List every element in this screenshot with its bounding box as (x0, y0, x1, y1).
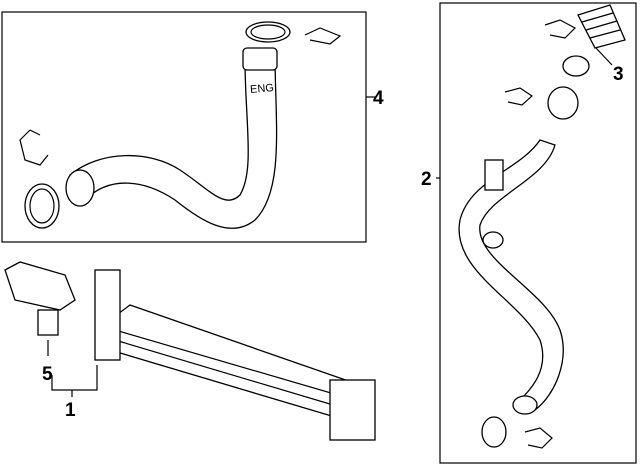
pipe-clip-upper (544, 19, 576, 39)
outlet-pipe-part (458, 139, 564, 415)
upper-hose-part: ENG (65, 47, 278, 229)
callout-4: 4 (373, 88, 384, 109)
callout-5: 5 (42, 364, 53, 385)
pipe-bottom-oring (481, 416, 507, 448)
group-box-outlet-pipe (439, 2, 637, 464)
upper-oring-inner (250, 24, 286, 40)
turbo-oring (562, 55, 590, 77)
lower-clip (19, 129, 49, 166)
intercooler-part (94, 269, 376, 441)
pipe-clip-mid (504, 87, 533, 106)
leader-1 (51, 365, 98, 397)
hose-marking-text: ENG (250, 82, 275, 96)
callout-1: 1 (65, 400, 76, 421)
pipe-clip-lower (524, 427, 553, 449)
sensor-part (4, 261, 76, 336)
group-box-upper-hose (1, 11, 367, 243)
turbo-connector (547, 86, 579, 120)
bellows-hose-part (577, 4, 626, 49)
leader-3 (595, 47, 613, 66)
lower-oring-inner (29, 188, 55, 224)
callout-2: 2 (421, 169, 432, 190)
upper-clip (304, 27, 342, 45)
callout-3: 3 (613, 64, 624, 85)
